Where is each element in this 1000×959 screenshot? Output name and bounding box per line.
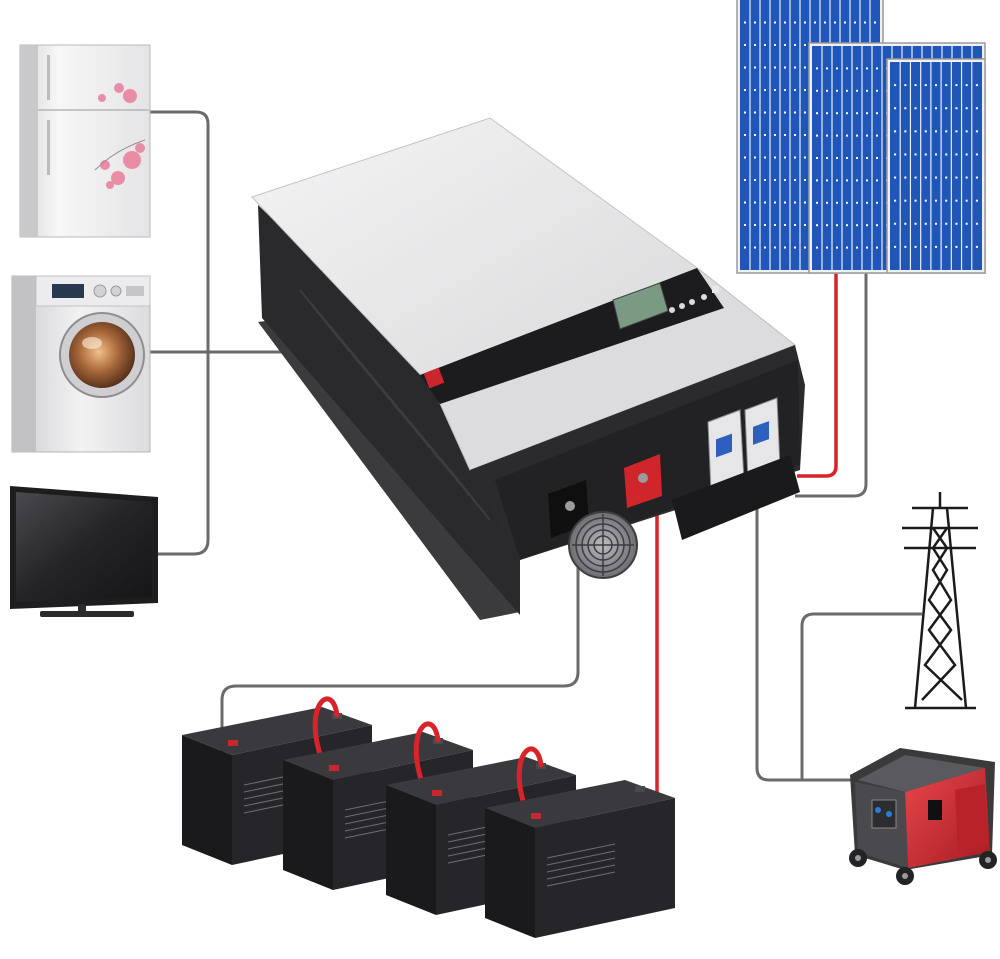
refrigerator [19, 44, 151, 238]
wire-solar-red [797, 270, 838, 478]
terminal-cover [672, 455, 800, 540]
wire-tower [800, 612, 922, 780]
washing-machine [11, 275, 151, 453]
battery-link-2 [413, 721, 441, 788]
transmission-tower [902, 492, 978, 710]
lcd-display [612, 282, 669, 330]
battery-link-3 [516, 746, 544, 813]
solar-panels [736, 0, 986, 274]
battery-4 [485, 780, 675, 938]
battery-bank [182, 696, 675, 938]
tv-stand [40, 611, 134, 617]
side-vents [299, 289, 491, 521]
generator [849, 748, 997, 885]
wires [150, 110, 922, 800]
control-display [52, 284, 84, 298]
wire-solar-gray [795, 270, 868, 498]
washer-drum [69, 322, 135, 388]
control-buttons [669, 294, 707, 313]
breaker-left [707, 409, 745, 493]
solar-panel-3 [886, 58, 986, 274]
battery-link-1 [312, 696, 340, 763]
tv-screen [16, 492, 152, 602]
generator-control-panel [871, 799, 897, 829]
television [10, 486, 158, 617]
flower-decoration [98, 83, 145, 189]
wire-battery-gray [220, 510, 580, 762]
wire-grid-generator [755, 500, 858, 782]
cooling-fan [568, 511, 638, 579]
wire-refrigerator [150, 110, 210, 556]
brand-logo [423, 367, 445, 389]
inverter [251, 117, 805, 620]
